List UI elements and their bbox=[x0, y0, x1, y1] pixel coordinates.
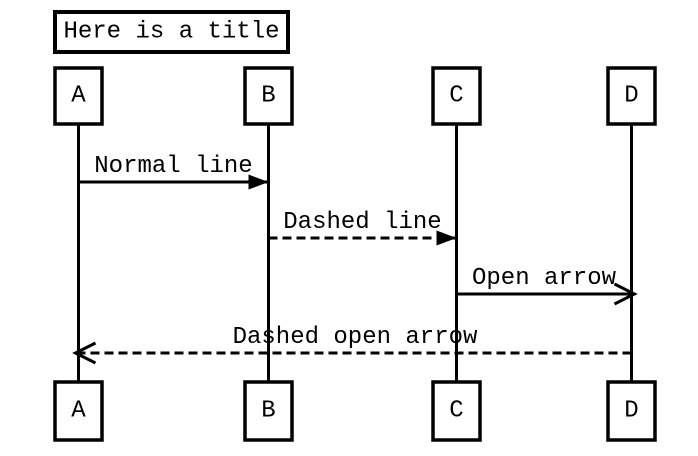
actor-box-top bbox=[606, 66, 657, 126]
message-arrowhead-filled bbox=[436, 230, 457, 246]
message-arrowhead-filled bbox=[248, 174, 269, 190]
actor-label-bottom: C bbox=[449, 398, 463, 425]
actor-box-top bbox=[431, 66, 482, 126]
actor-box-top bbox=[243, 66, 294, 126]
message-arrowhead-open bbox=[72, 341, 97, 365]
actor-box-bottom bbox=[431, 380, 482, 442]
actor-label-top: B bbox=[261, 83, 275, 110]
message-label: Open arrow bbox=[472, 265, 617, 292]
message-label: Dashed open arrow bbox=[233, 324, 478, 351]
actor-box-bottom bbox=[53, 380, 104, 442]
actor-box-bottom bbox=[243, 380, 294, 442]
actor-label-top: A bbox=[71, 83, 86, 110]
actor-box-bottom bbox=[606, 380, 657, 442]
diagram-title: Here is a title bbox=[63, 19, 279, 46]
message-label: Dashed line bbox=[283, 209, 441, 236]
actor-label-bottom: B bbox=[261, 398, 275, 425]
actor-box-top bbox=[53, 66, 104, 126]
diagram-title-box bbox=[53, 10, 290, 54]
actor-label-top: D bbox=[624, 83, 638, 110]
message-arrowhead-open bbox=[613, 282, 638, 306]
actor-label-top: C bbox=[449, 83, 463, 110]
actor-label-bottom: D bbox=[624, 398, 638, 425]
message-label: Normal line bbox=[94, 153, 252, 180]
actor-label-bottom: A bbox=[71, 398, 86, 425]
